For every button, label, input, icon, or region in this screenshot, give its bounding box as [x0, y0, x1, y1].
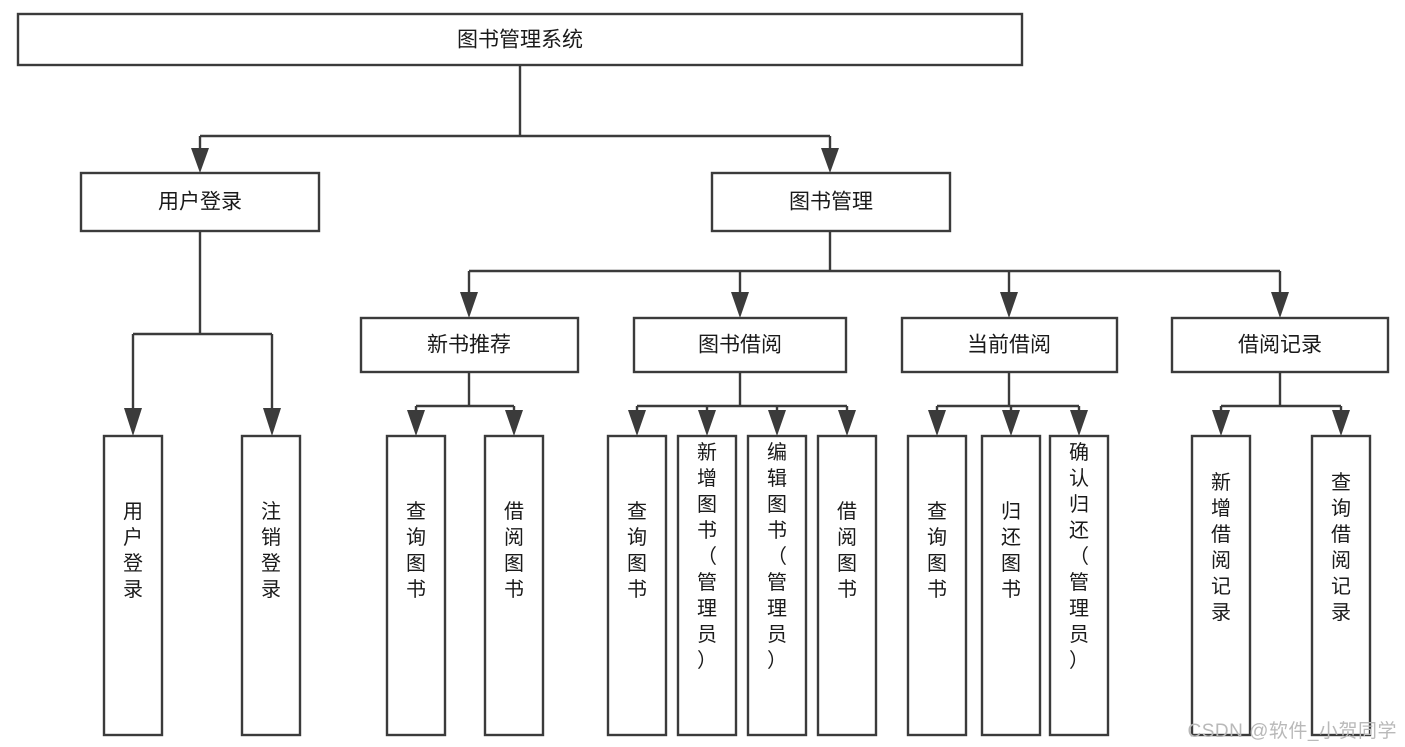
arrow-leaf-return-book-icon [1002, 410, 1020, 436]
node-leaf-borrow-book-recommend-box[interactable] [483, 434, 545, 737]
arrow-leaf-query-borrow-record-icon [1332, 410, 1350, 436]
node-borrow-record[interactable]: 借阅记录 [1170, 316, 1390, 374]
node-leaf-edit-book-admin-box[interactable] [746, 434, 808, 737]
node-borrow-record-box[interactable] [1170, 316, 1390, 374]
node-leaf-borrow-book-recommend[interactable]: 借阅图书 [483, 434, 545, 737]
leaf-layer: 用户登录 注销登录 查询图书 借阅图书 查询图书 新增图书（管理员） [102, 434, 1372, 737]
node-book-borrow-label: 图书借阅 [698, 334, 782, 357]
node-book-management-label: 图书管理 [789, 191, 873, 214]
node-leaf-query-borrow-record-label: 查询借阅记录 [1331, 471, 1351, 624]
node-leaf-add-book-admin-label: 新增图书（管理员） [697, 441, 717, 672]
arrow-borrow-record-icon [1271, 292, 1289, 318]
arrow-leaf-user-login-icon [124, 408, 142, 436]
node-leaf-query-book-recommend-label: 查询图书 [406, 500, 426, 601]
node-leaf-confirm-return-admin[interactable]: 确认归还（管理员） [1048, 434, 1110, 737]
node-leaf-query-book-current-label: 查询图书 [927, 500, 947, 601]
node-leaf-query-book-current-box[interactable] [906, 434, 968, 737]
arrow-root-to-user-login-icon [191, 148, 209, 173]
node-leaf-query-book-borrow-label: 查询图书 [627, 500, 647, 601]
node-leaf-add-borrow-record[interactable]: 新增借阅记录 [1190, 434, 1252, 737]
arrow-new-book-recommend-icon [460, 292, 478, 318]
node-leaf-add-borrow-record-label: 新增借阅记录 [1211, 471, 1231, 624]
node-book-management[interactable]: 图书管理 [710, 171, 952, 233]
arrow-leaf-borrow-book-icon [838, 410, 856, 436]
node-book-borrow[interactable]: 图书借阅 [632, 316, 848, 374]
node-borrow-record-label: 借阅记录 [1238, 334, 1322, 357]
arrow-leaf-logout-login-icon [263, 408, 281, 436]
arrow-leaf-confirm-return-admin-icon [1070, 410, 1088, 436]
node-new-book-recommend-box[interactable] [359, 316, 580, 374]
node-book-borrow-box[interactable] [632, 316, 848, 374]
arrow-root-to-book-management-icon [821, 148, 839, 173]
node-leaf-query-borrow-record-box[interactable] [1310, 434, 1372, 737]
arrow-leaf-add-book-admin-icon [698, 410, 716, 436]
node-leaf-add-book-admin[interactable]: 新增图书（管理员） [676, 434, 738, 737]
node-leaf-add-borrow-record-box[interactable] [1190, 434, 1252, 737]
node-user-login-label: 用户登录 [158, 191, 242, 214]
node-root-label: 图书管理系统 [457, 29, 583, 52]
node-leaf-return-book-label: 归还图书 [1001, 500, 1021, 601]
node-new-book-recommend-label: 新书推荐 [427, 334, 511, 357]
node-leaf-logout-login-label: 注销登录 [261, 500, 281, 601]
node-leaf-user-login-box[interactable] [102, 434, 164, 737]
node-leaf-query-book-recommend[interactable]: 查询图书 [385, 434, 447, 737]
node-leaf-query-book-borrow[interactable]: 查询图书 [606, 434, 668, 737]
node-leaf-return-book-box[interactable] [980, 434, 1042, 737]
arrow-leaf-query-book-recommend-icon [407, 410, 425, 436]
node-user-login-box[interactable] [79, 171, 321, 233]
node-book-management-box[interactable] [710, 171, 952, 233]
node-leaf-borrow-book-label: 借阅图书 [837, 500, 857, 601]
node-leaf-borrow-book[interactable]: 借阅图书 [816, 434, 878, 737]
arrow-leaf-add-borrow-record-icon [1212, 410, 1230, 436]
arrow-leaf-query-book-current-icon [928, 410, 946, 436]
node-leaf-confirm-return-admin-label: 确认归还（管理员） [1069, 441, 1089, 672]
node-current-borrow[interactable]: 当前借阅 [900, 316, 1119, 374]
node-leaf-borrow-book-box[interactable] [816, 434, 878, 737]
node-new-book-recommend[interactable]: 新书推荐 [359, 316, 580, 374]
node-leaf-add-book-admin-box[interactable] [676, 434, 738, 737]
node-current-borrow-label: 当前借阅 [967, 334, 1051, 357]
node-leaf-user-login-label: 用户登录 [123, 501, 143, 601]
node-root-box[interactable] [16, 12, 1024, 67]
arrow-leaf-borrow-book-recommend-icon [505, 410, 523, 436]
node-leaf-user-login[interactable]: 用户登录 [102, 434, 164, 737]
node-leaf-query-book-borrow-box[interactable] [606, 434, 668, 737]
node-leaf-query-borrow-record[interactable]: 查询借阅记录 [1310, 434, 1372, 737]
arrow-current-borrow-icon [1000, 292, 1018, 318]
arrow-leaf-query-book-borrow-icon [628, 410, 646, 436]
node-leaf-edit-book-admin[interactable]: 编辑图书（管理员） [746, 434, 808, 737]
node-leaf-logout-login-box[interactable] [240, 434, 302, 737]
node-leaf-query-book-current[interactable]: 查询图书 [906, 434, 968, 737]
node-user-login[interactable]: 用户登录 [79, 171, 321, 233]
node-leaf-confirm-return-admin-box[interactable] [1048, 434, 1110, 737]
node-leaf-return-book[interactable]: 归还图书 [980, 434, 1042, 737]
node-leaf-logout-login[interactable]: 注销登录 [240, 434, 302, 737]
connector-layer [124, 65, 1350, 436]
node-current-borrow-box[interactable] [900, 316, 1119, 374]
arrow-leaf-edit-book-admin-icon [768, 410, 786, 436]
node-leaf-borrow-book-recommend-label: 借阅图书 [504, 500, 524, 601]
node-root[interactable]: 图书管理系统 [16, 12, 1024, 67]
node-leaf-edit-book-admin-label: 编辑图书（管理员） [767, 441, 787, 672]
arrow-book-borrow-icon [731, 292, 749, 318]
watermark: CSDN @软件_小贺同学 [1187, 721, 1397, 742]
node-leaf-query-book-recommend-box[interactable] [385, 434, 447, 737]
